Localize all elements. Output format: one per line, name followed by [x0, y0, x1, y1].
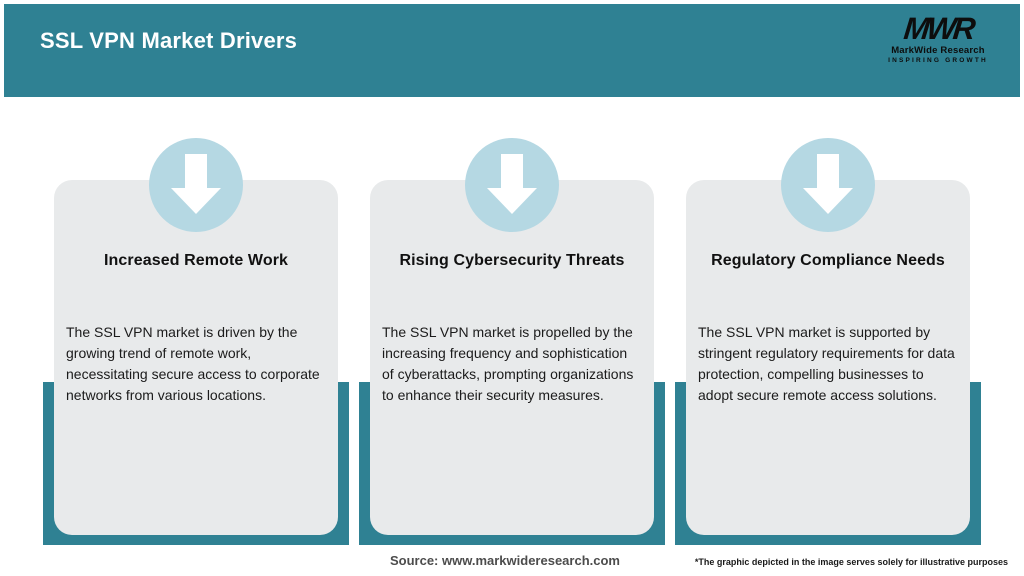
logo-monogram: MWR: [901, 11, 975, 46]
card-title: Increased Remote Work: [103, 252, 289, 269]
card-description: The SSL VPN market is supported by strin…: [698, 324, 955, 403]
header-bar: SSL VPN Market Drivers MWR MarkWide Rese…: [4, 4, 1020, 97]
brand-logo: MWR MarkWide Research INSPIRING GROWTH: [878, 11, 998, 64]
source-text: Source: www.markwideresearch.com: [389, 553, 620, 568]
down-arrow-icon: [781, 138, 875, 232]
card-title: Regulatory Compliance Needs: [711, 252, 945, 269]
driver-card: Rising Cybersecurity Threats The SSL VPN…: [370, 180, 654, 535]
down-arrow-icon: [465, 138, 559, 232]
card-description: The SSL VPN market is driven by the grow…: [66, 324, 320, 403]
page-title: SSL VPN Market Drivers: [40, 28, 298, 53]
down-arrow-icon: [149, 138, 243, 232]
card-description: The SSL VPN market is propelled by the i…: [382, 324, 634, 403]
driver-column-cybersecurity: Rising Cybersecurity Threats The SSL VPN…: [359, 138, 665, 545]
driver-column-remote-work: Increased Remote Work The SSL VPN market…: [43, 138, 349, 545]
card-title: Rising Cybersecurity Threats: [399, 252, 625, 269]
logo-tagline: INSPIRING GROWTH: [888, 57, 988, 64]
driver-card: Regulatory Compliance Needs The SSL VPN …: [686, 180, 970, 535]
logo-name: MarkWide Research: [891, 45, 985, 56]
driver-card: Increased Remote Work The SSL VPN market…: [54, 180, 338, 535]
driver-column-compliance: Regulatory Compliance Needs The SSL VPN …: [675, 138, 981, 545]
disclaimer-text: *The graphic depicted in the image serve…: [694, 557, 1008, 567]
